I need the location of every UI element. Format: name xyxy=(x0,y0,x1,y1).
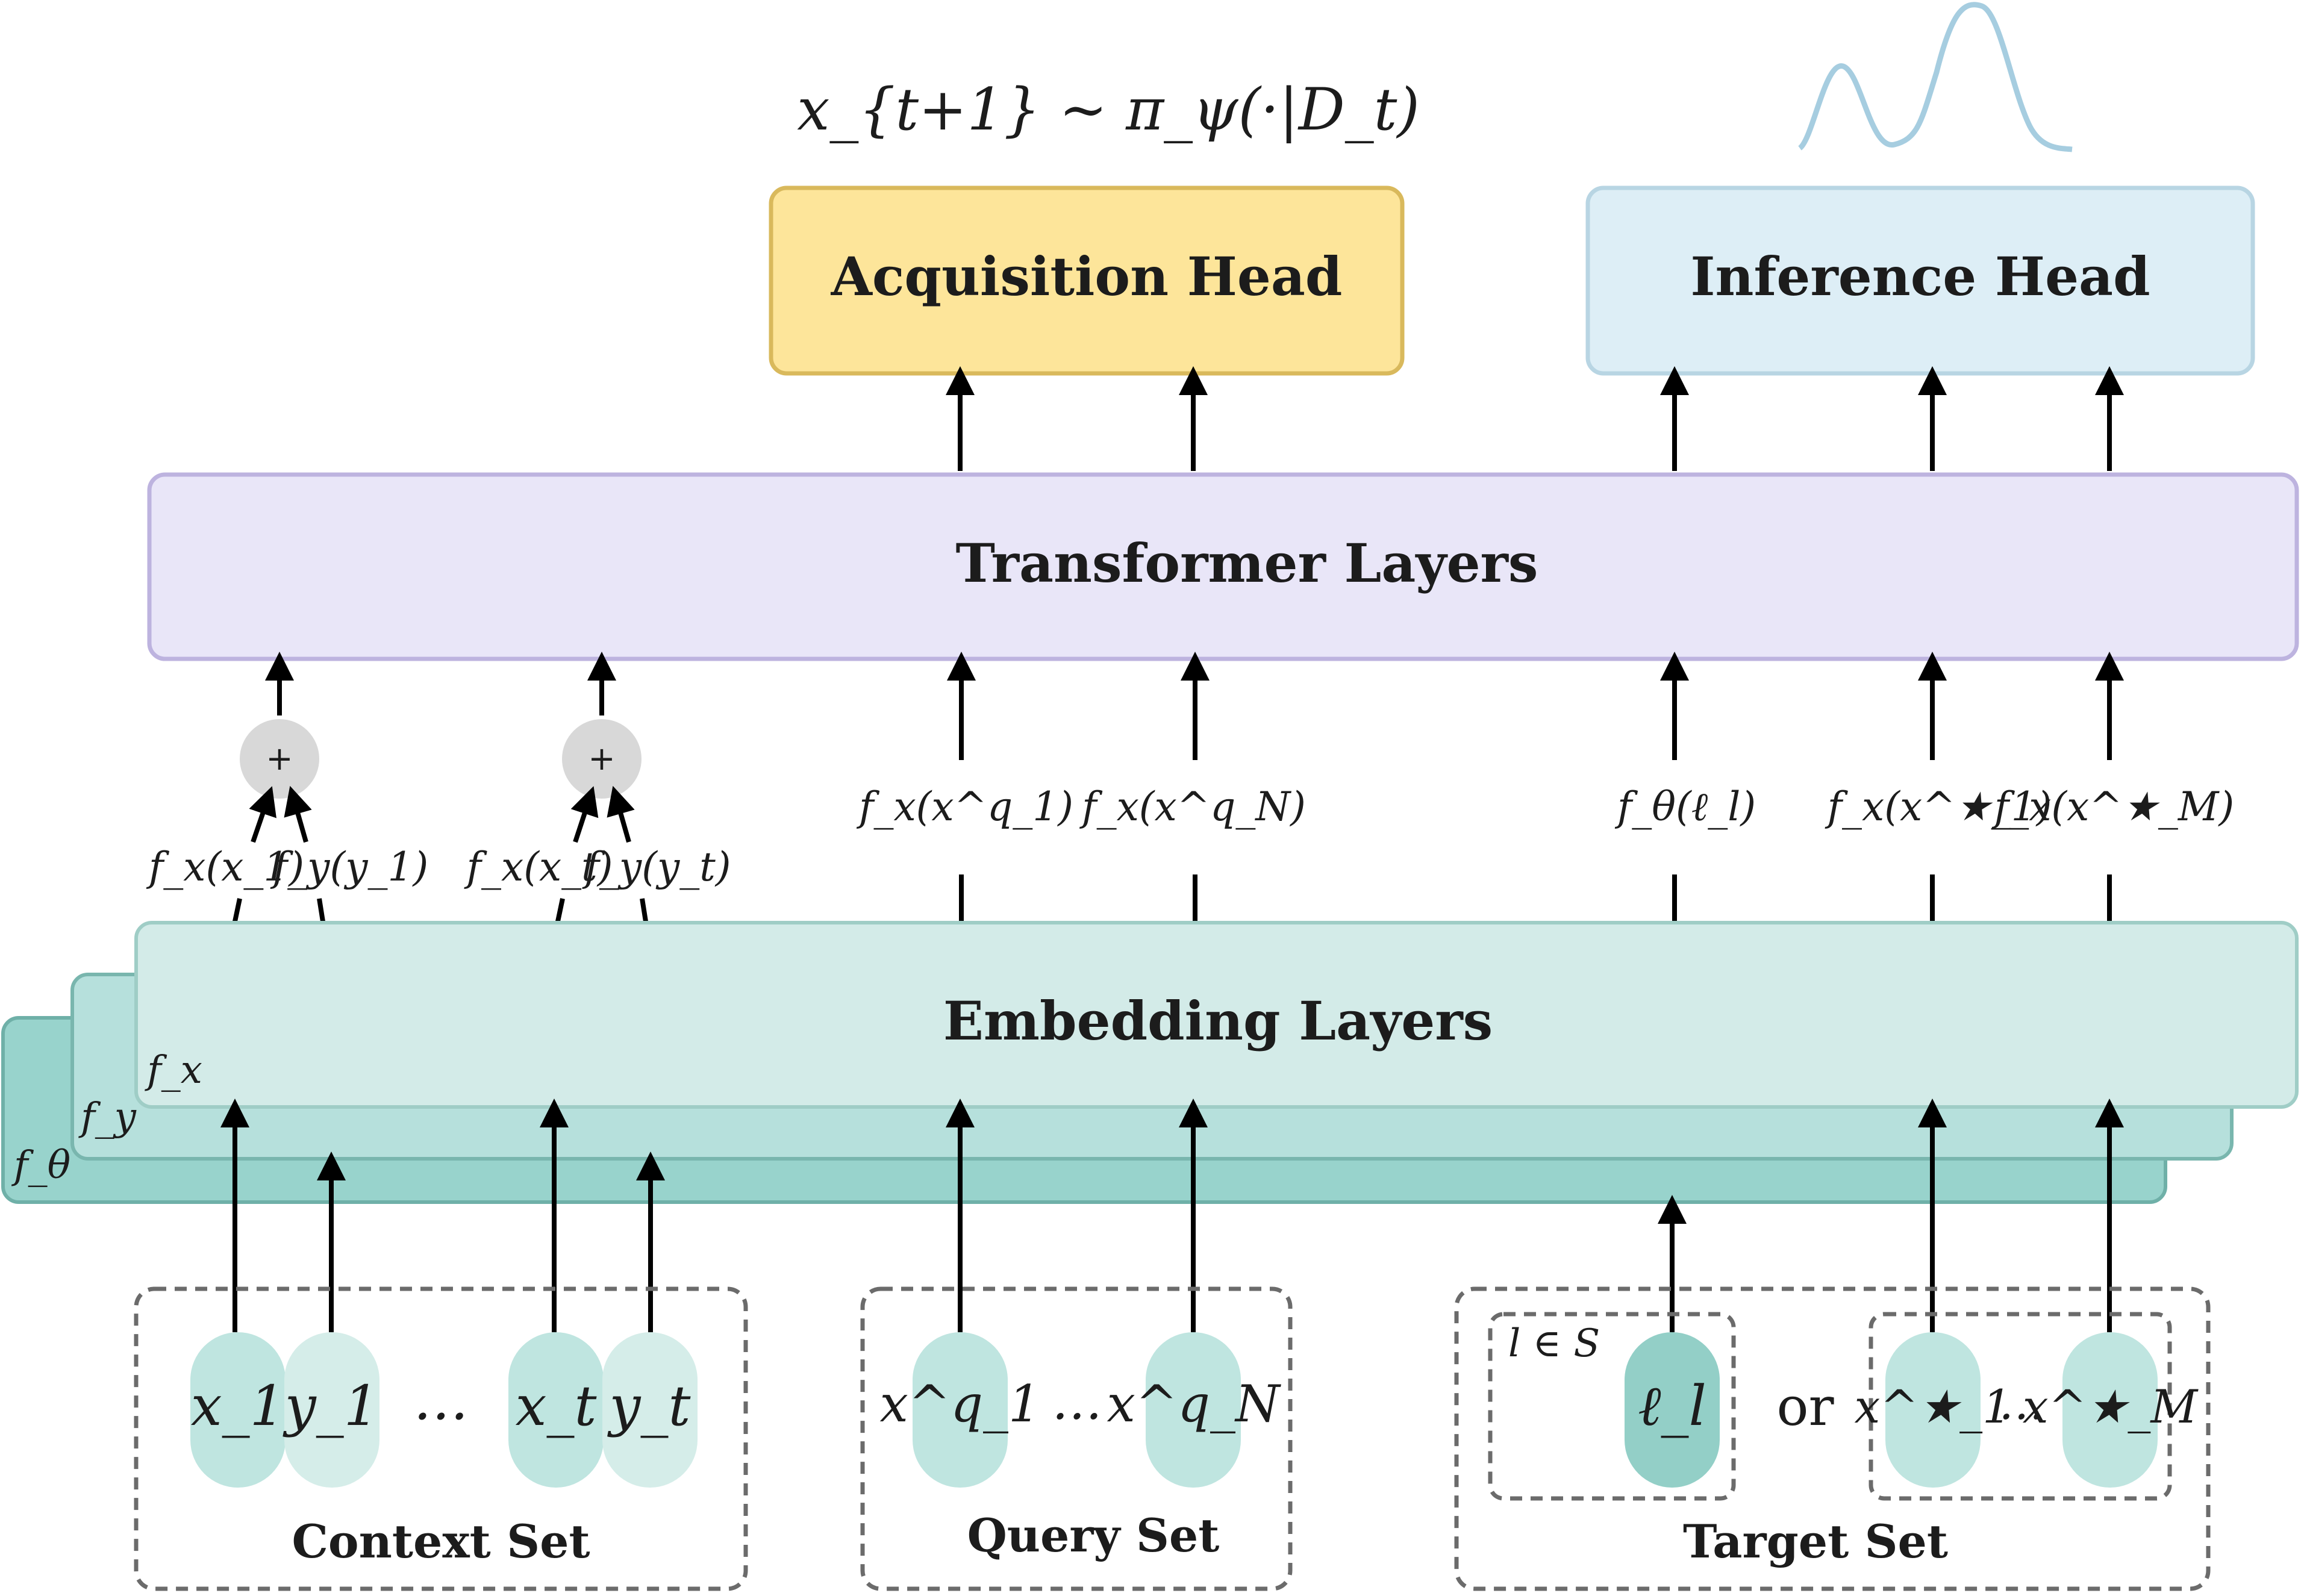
token-xstar1-label: x^★_1 xyxy=(1854,1380,2011,1433)
context-ellipsis: … xyxy=(413,1368,469,1432)
token-xqN-label: x^q_N xyxy=(1107,1374,1281,1433)
label-fx-xstar1: f_x(x^★_1) xyxy=(1825,784,2052,830)
acquisition-formula: x_{t+1} ~ π_ψ(·|D_t) xyxy=(797,76,1420,143)
query-set-box xyxy=(860,1286,1293,1591)
query-token-labels: x^q_1 … x^q_N xyxy=(880,1372,1282,1433)
token-xt-label: x_t xyxy=(516,1374,598,1438)
query-ellipsis: … xyxy=(1052,1372,1102,1431)
label-ftheta-l: f_θ(ℓ_l) xyxy=(1614,784,1756,830)
query-set-label: Query Set xyxy=(967,1509,1220,1562)
target-points-box xyxy=(1869,1312,2172,1501)
latent-subset-box xyxy=(1488,1312,1736,1501)
token-xq1-label: x^q_1 xyxy=(880,1374,1041,1433)
token-yt xyxy=(602,1332,698,1488)
embedding-tag-fy: f_y xyxy=(78,1095,137,1139)
embedding-input-arrows xyxy=(220,1099,2124,1332)
embedding-tag-fx: f_x xyxy=(145,1048,202,1093)
latent-subset-label: l ∈ S xyxy=(1508,1321,1600,1366)
context-set-label: Context Set xyxy=(292,1515,590,1568)
token-x1-label: x_1 xyxy=(191,1374,285,1438)
token-yt-label: y_t xyxy=(607,1374,692,1438)
embedding-output-labels: f_x(x_1) f_y(y_1) f_x(x_t) f_y(y_t) f_x(… xyxy=(146,784,2234,890)
token-y1-label: y_1 xyxy=(283,1374,379,1438)
head-arrows xyxy=(946,366,2124,471)
plus-node-1 xyxy=(240,719,319,799)
plus-symbol-2: + xyxy=(588,740,615,778)
token-x1 xyxy=(190,1332,286,1488)
context-token-labels: x_1 y_1 … x_t y_t xyxy=(191,1368,692,1438)
acquisition-head-label: Acquisition Head xyxy=(831,245,1343,308)
token-xstarM-label: x^★_M xyxy=(2023,1380,2199,1433)
plus-node-2 xyxy=(562,719,642,799)
transformer-input-arrows xyxy=(265,652,2124,760)
target-token-labels: x^★_1 … x^★_M xyxy=(1854,1376,2199,1433)
token-xstarM xyxy=(2062,1332,2158,1488)
target-ellipsis: … xyxy=(1999,1376,2044,1430)
context-set-box xyxy=(134,1286,748,1591)
embedding-layers-label: Embedding Layers xyxy=(943,990,1493,1052)
acquisition-head xyxy=(769,185,1405,376)
target-set-box xyxy=(1454,1286,2211,1591)
token-xq1 xyxy=(913,1332,1008,1488)
label-fy-yt: f_y(y_t) xyxy=(581,844,731,890)
plus-symbol-1: + xyxy=(266,740,293,778)
label-fx-x1: f_x(x_1) xyxy=(146,844,304,890)
token-y1 xyxy=(284,1332,379,1488)
token-latent-label: ℓ_l xyxy=(1638,1374,1706,1438)
embedding-output-lines xyxy=(233,874,2112,922)
label-fx-xstarM: f_x(x^★_M) xyxy=(1991,784,2234,830)
label-fx-xq1: f_x(x^q_1) xyxy=(856,784,1073,830)
embedding-layer-fx xyxy=(134,921,2299,1109)
inference-head-label: Inference Head xyxy=(1690,245,2150,308)
target-or-label: or xyxy=(1776,1376,1834,1438)
token-xqN xyxy=(1146,1332,1241,1488)
token-xt xyxy=(508,1332,604,1488)
label-fx-xqN: f_x(x^q_N) xyxy=(1079,784,1306,830)
density-curve xyxy=(1797,2,2073,152)
plus-input-arrows xyxy=(249,785,635,843)
target-set-label: Target Set xyxy=(1683,1515,1948,1568)
label-fy-y1: f_y(y_1) xyxy=(270,844,429,890)
embedding-tag-ftheta: f_θ xyxy=(11,1143,70,1188)
token-xstar1 xyxy=(1885,1332,1981,1488)
transformer-layers xyxy=(147,472,2299,661)
token-latent xyxy=(1625,1332,1720,1488)
label-fx-xt: f_x(x_t) xyxy=(464,844,613,890)
transformer-layers-label: Transformer Layers xyxy=(956,532,1538,594)
